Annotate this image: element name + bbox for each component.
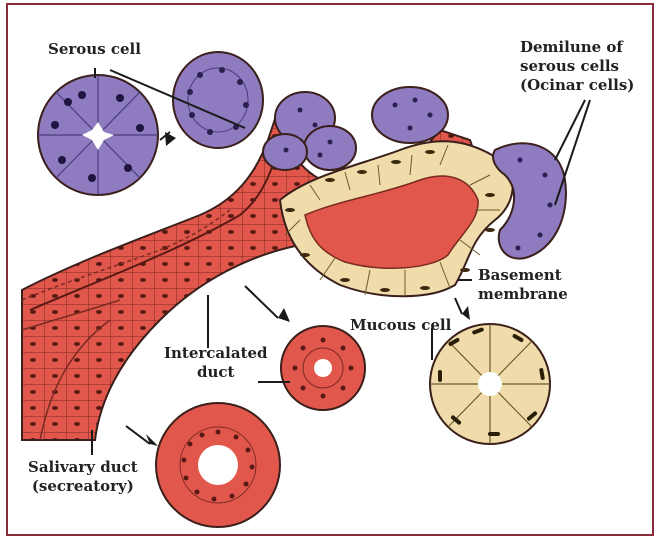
salivary-duct-section <box>156 403 280 527</box>
label-serous-cell: Serous cell <box>48 40 141 59</box>
serous-acinus-top <box>173 52 263 148</box>
serous-cluster-right-top <box>372 87 448 143</box>
label-mucous-cell: Mucous cell <box>350 316 451 335</box>
label-demilune: Demilune of serous cells (Ocinar cells) <box>520 38 634 95</box>
mucous-cross-section <box>430 324 550 444</box>
label-salivary-duct: Salivary duct (secreatory) <box>28 458 138 496</box>
label-intercalated-duct: Intercalated duct <box>164 344 268 382</box>
serous-cross-section <box>38 75 158 195</box>
label-basement-membrane: Basement membrane <box>478 266 568 304</box>
intercalated-duct-section <box>281 326 365 410</box>
